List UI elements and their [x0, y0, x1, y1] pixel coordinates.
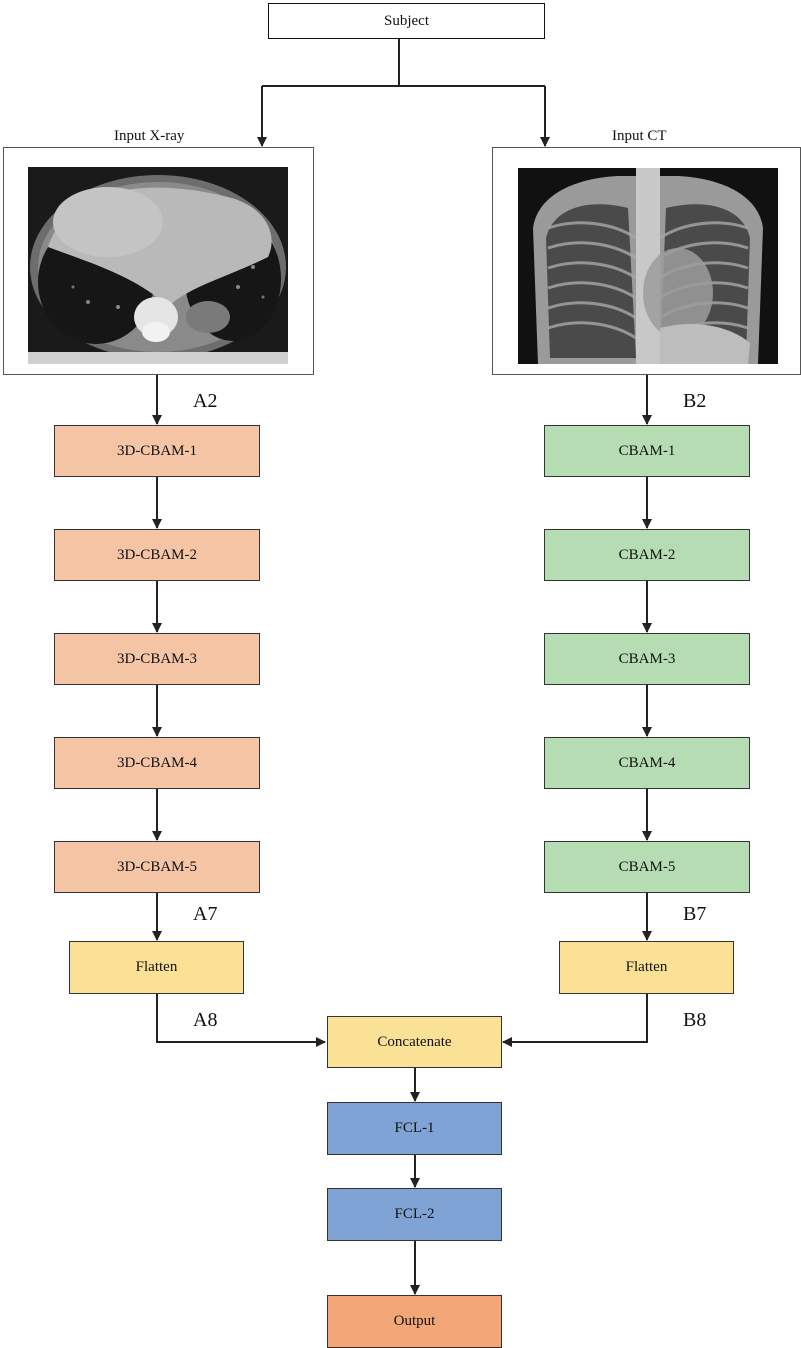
axial-ct-slice-image: [28, 167, 288, 364]
edge-label-a8: A8: [193, 1009, 217, 1032]
edge-label-b2: B2: [683, 390, 706, 413]
left-block-2: 3D-CBAM-2: [54, 529, 260, 581]
chest-x-ray-image: [518, 168, 778, 364]
arrow-a8: [157, 994, 325, 1042]
fcl-1-box: FCL-1: [327, 1102, 502, 1155]
right-input-frame: [492, 147, 801, 375]
edge-label-b8: B8: [683, 1009, 706, 1032]
subject-box: Subject: [268, 3, 545, 39]
right-block-1: CBAM-1: [544, 425, 750, 477]
right-block-4: CBAM-4: [544, 737, 750, 789]
left-input-caption: Input X-ray: [114, 128, 184, 145]
edge-label-a7: A7: [193, 903, 217, 926]
arrow-b8: [503, 994, 647, 1042]
right-block-2: CBAM-2: [544, 529, 750, 581]
edge-label-b7: B7: [683, 903, 706, 926]
left-block-4: 3D-CBAM-4: [54, 737, 260, 789]
left-flatten-box: Flatten: [69, 941, 244, 994]
output-box: Output: [327, 1295, 502, 1348]
left-input-frame: [3, 147, 314, 375]
edge-label-a2: A2: [193, 390, 217, 413]
right-input-caption: Input CT: [612, 128, 667, 145]
fcl-2-box: FCL-2: [327, 1188, 502, 1241]
left-block-3: 3D-CBAM-3: [54, 633, 260, 685]
right-flatten-box: Flatten: [559, 941, 734, 994]
right-block-5: CBAM-5: [544, 841, 750, 893]
right-block-3: CBAM-3: [544, 633, 750, 685]
left-block-5: 3D-CBAM-5: [54, 841, 260, 893]
left-block-1: 3D-CBAM-1: [54, 425, 260, 477]
concatenate-box: Concatenate: [327, 1016, 502, 1068]
